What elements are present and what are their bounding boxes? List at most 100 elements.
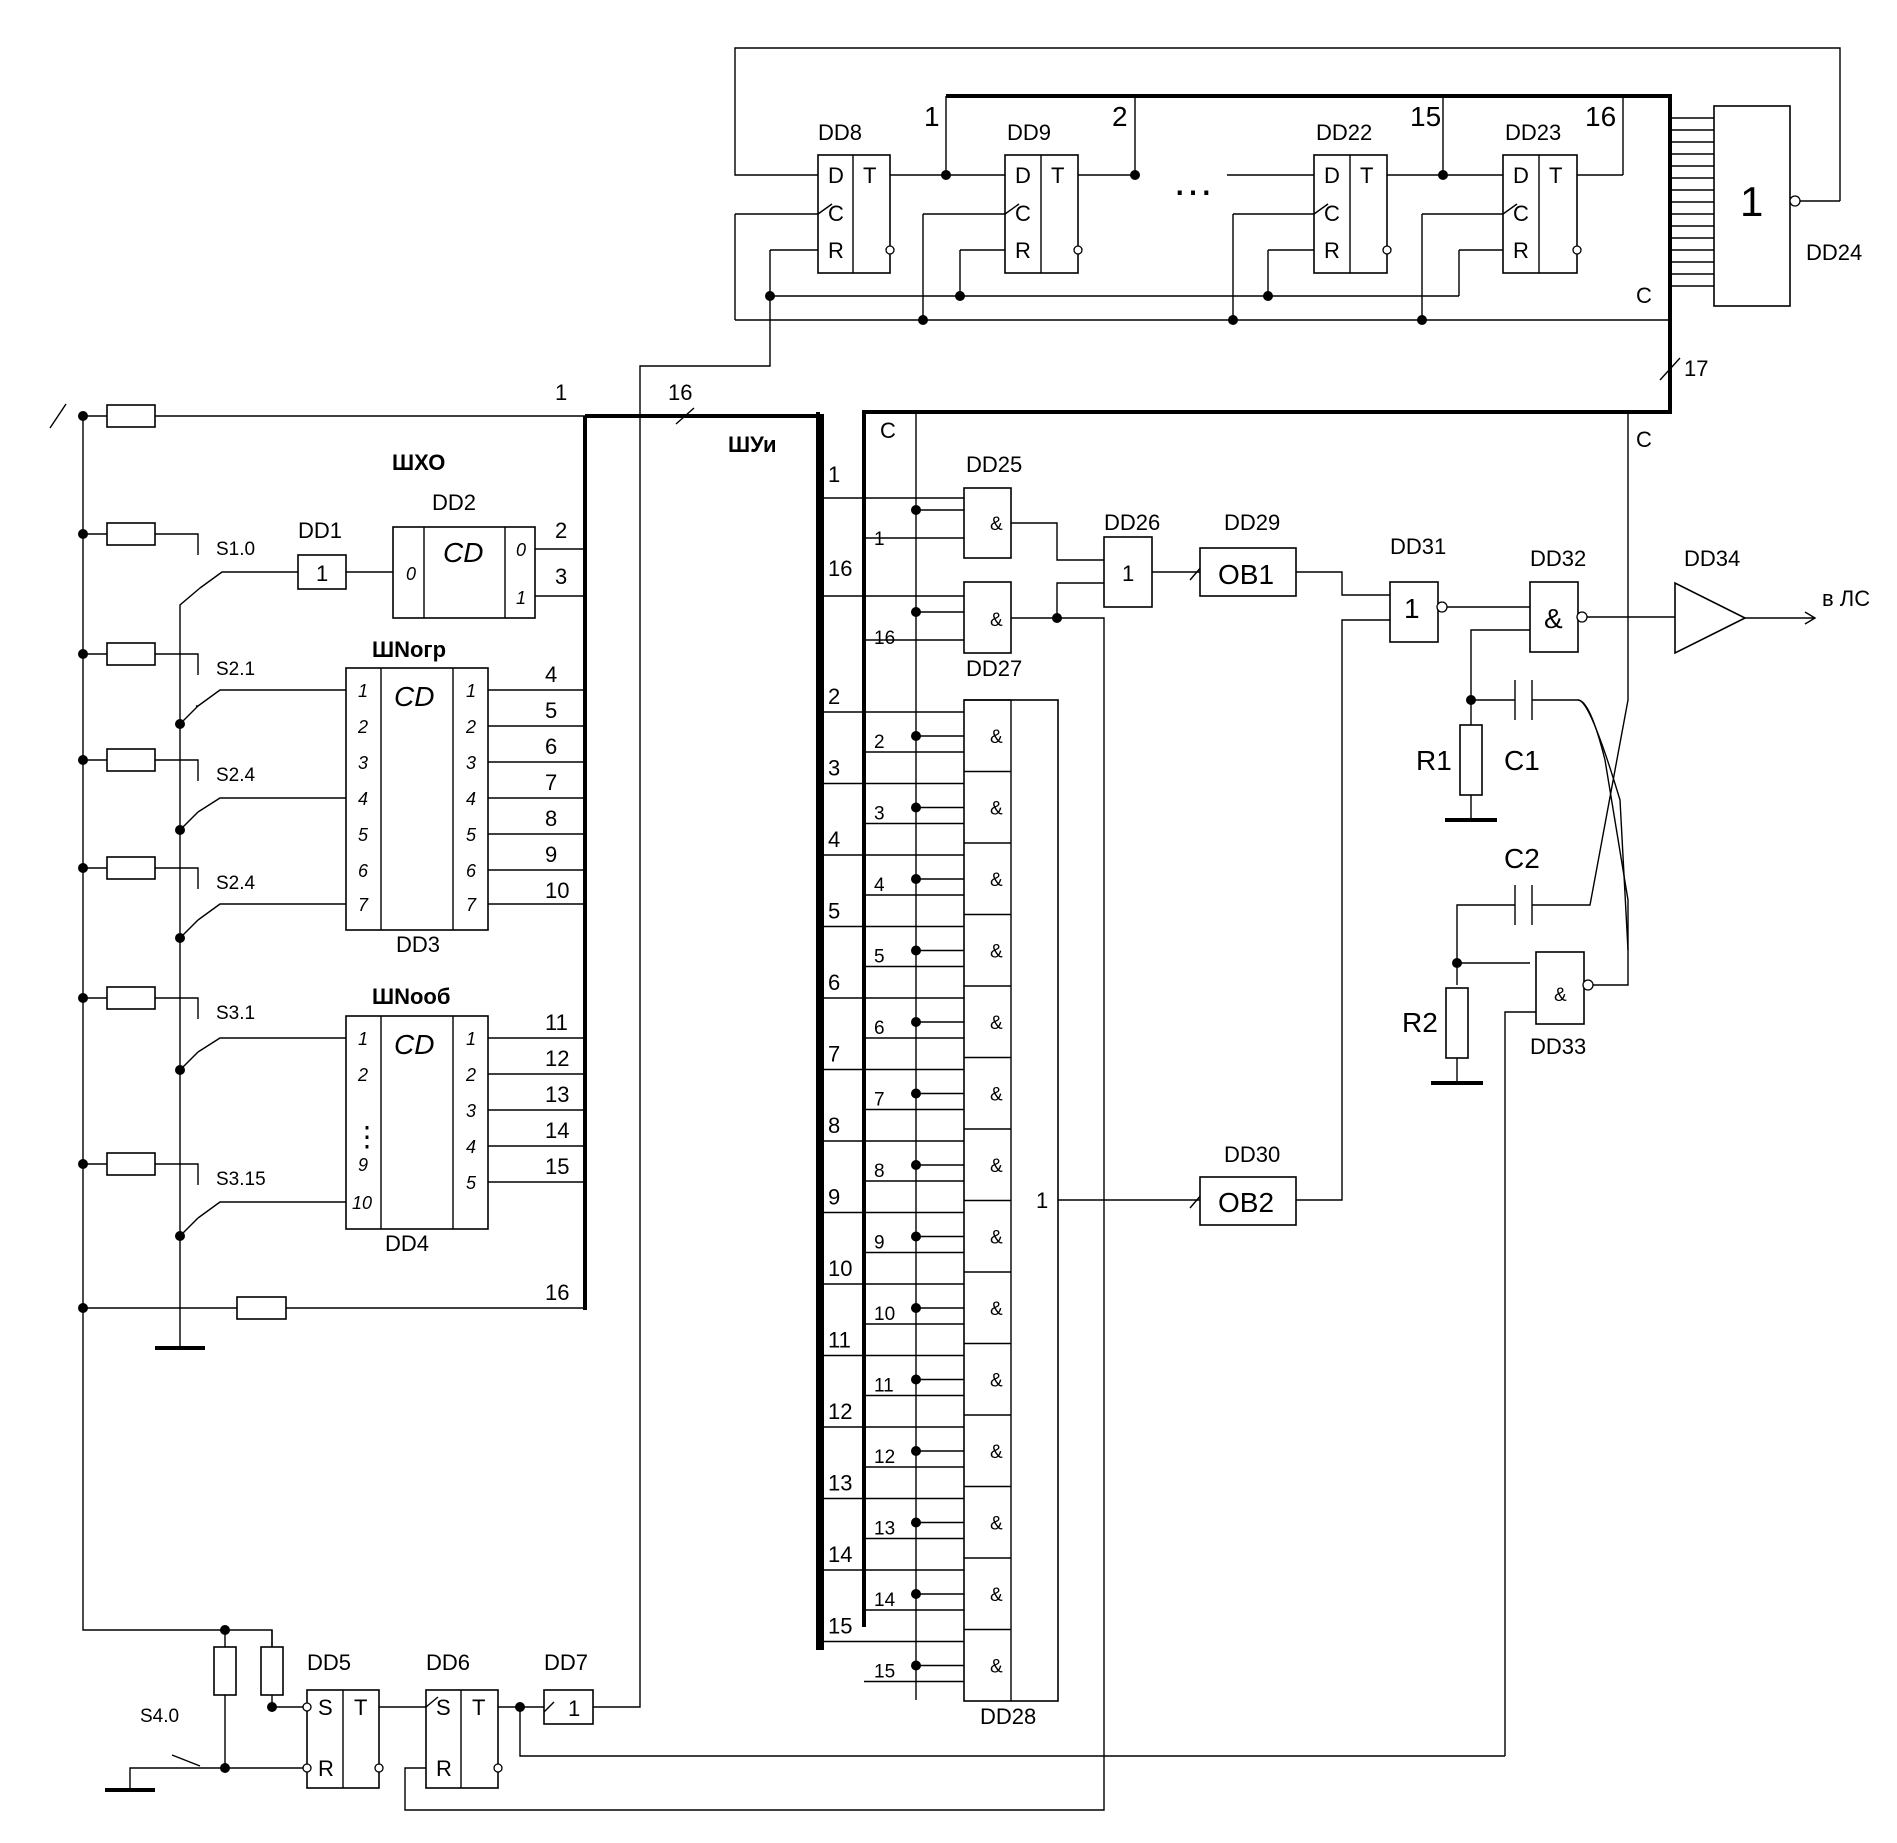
label-dd8: DD8	[818, 120, 862, 145]
label-dd25: DD25	[966, 452, 1022, 477]
svg-text:5: 5	[466, 825, 477, 845]
left-bus-numbers: 1 2 3 4 5 6 7 8 9 10 11 12 13 14 15 16	[545, 380, 569, 1305]
shui-right-14: 14	[874, 1590, 896, 1611]
svg-text:10: 10	[545, 878, 569, 903]
svg-text:9: 9	[545, 842, 557, 867]
flipflop-dd23	[1502, 154, 1582, 274]
svg-text:&: &	[1554, 985, 1567, 1006]
bus-shui: ШУи	[728, 432, 776, 457]
svg-text:&: &	[1544, 603, 1563, 634]
label-dd24: DD24	[1806, 240, 1862, 265]
and-array-wiring	[822, 412, 964, 1700]
svg-text:T: T	[1051, 163, 1064, 188]
svg-text:&: &	[990, 1084, 1003, 1105]
shui-right-8: 8	[874, 1161, 885, 1182]
tap-1: 1	[924, 101, 940, 132]
svg-text:6: 6	[466, 861, 477, 881]
and-array-dd28: &&&&&&&&&&&&&&	[963, 699, 1059, 1702]
label-dd34: DD34	[1684, 546, 1740, 571]
svg-text:4: 4	[466, 1137, 476, 1157]
svg-text:C: C	[1015, 201, 1031, 226]
flipflop-dd22	[1313, 154, 1392, 274]
svg-text:R: R	[828, 238, 844, 263]
shui-left-4: 4	[828, 827, 840, 852]
bus-shnogr: ШNoгр	[372, 637, 446, 662]
encoder-dd3	[345, 667, 489, 931]
shui-right-7: 7	[874, 1090, 885, 1111]
svg-text:1: 1	[1122, 561, 1134, 586]
svg-text:&: &	[990, 727, 1003, 748]
svg-text:5: 5	[358, 825, 369, 845]
resistor-r2	[1445, 987, 1469, 1059]
bus-shkho: ШХО	[392, 450, 445, 475]
svg-text:16: 16	[545, 1280, 569, 1305]
svg-text:&: &	[990, 514, 1003, 535]
and-gate-dd25	[963, 487, 1012, 559]
label-dd9: DD9	[1007, 120, 1051, 145]
shui-right-9: 9	[874, 1233, 885, 1254]
dd4-pin-numbers: 12 910 12 34 5	[352, 1029, 477, 1213]
shui-left-13: 13	[828, 1471, 852, 1496]
svg-text:CD: CD	[443, 537, 483, 568]
shui-left-7: 7	[828, 1042, 840, 1067]
svg-text:1: 1	[555, 380, 567, 405]
shui-right-1: 16	[874, 628, 895, 649]
buffer-dd7	[543, 1689, 594, 1725]
svg-text:T: T	[472, 1695, 485, 1720]
label-dd32: DD32	[1530, 546, 1586, 571]
resistor-pullup-1	[106, 404, 156, 428]
label-r1: R1	[1416, 745, 1452, 776]
svg-text:R: R	[318, 1756, 334, 1781]
svg-text:7: 7	[466, 895, 477, 915]
comparator-section: &&&&&&&&&&&&&& DD25 DD27	[816, 412, 1870, 1756]
nand-gate-dd32	[1529, 581, 1588, 653]
shui-left-12: 12	[828, 1399, 852, 1424]
shui-left-1: 16	[828, 556, 852, 581]
switch-blades	[175, 705, 200, 1241]
svg-text:1: 1	[1404, 593, 1420, 624]
svg-text:&: &	[990, 1227, 1003, 1248]
switch-s10: S1.0	[216, 539, 255, 560]
shui-right-2: 2	[874, 732, 885, 753]
label-ov2: ОВ2	[1218, 1187, 1274, 1218]
label-c2: C2	[1504, 843, 1540, 874]
svg-text:R: R	[1324, 238, 1340, 263]
shui-right-12: 12	[874, 1447, 895, 1468]
label-dd4: DD4	[385, 1231, 429, 1256]
svg-text:11: 11	[545, 1010, 568, 1035]
shui-left-10: 10	[828, 1256, 852, 1281]
svg-text:5: 5	[466, 1173, 477, 1193]
svg-text:&: &	[990, 870, 1003, 891]
junctions-top	[765, 170, 1448, 325]
dd24-function: 1	[1740, 178, 1763, 225]
label-dd31: DD31	[1390, 534, 1446, 559]
resistor-r1	[1459, 724, 1483, 796]
shui-left-15: 15	[828, 1614, 852, 1639]
label-dd6: DD6	[426, 1650, 470, 1675]
shui-right-0: 1	[874, 529, 885, 550]
svg-text:1: 1	[358, 681, 368, 701]
svg-text:C: C	[1324, 201, 1340, 226]
label-dd29: DD29	[1224, 510, 1280, 535]
label-dd23: DD23	[1505, 120, 1561, 145]
resistor-rows	[78, 522, 585, 1320]
or-gate-dd24	[1713, 105, 1801, 307]
label-dd30: DD30	[1224, 1142, 1280, 1167]
svg-text:S: S	[318, 1695, 333, 1720]
svg-text:14: 14	[545, 1118, 569, 1143]
label-dd33: DD33	[1530, 1034, 1586, 1059]
svg-text:R: R	[436, 1756, 452, 1781]
svg-text:D: D	[828, 163, 844, 188]
nand-gate-dd33	[1535, 951, 1594, 1025]
label-dd1: DD1	[298, 518, 342, 543]
svg-text:&: &	[990, 798, 1003, 819]
svg-text:T: T	[1549, 163, 1562, 188]
switch-s31: S3.1	[216, 1003, 255, 1024]
svg-text:3: 3	[466, 1101, 476, 1121]
svg-text:T: T	[1360, 163, 1373, 188]
shui-right-13: 13	[874, 1519, 895, 1540]
